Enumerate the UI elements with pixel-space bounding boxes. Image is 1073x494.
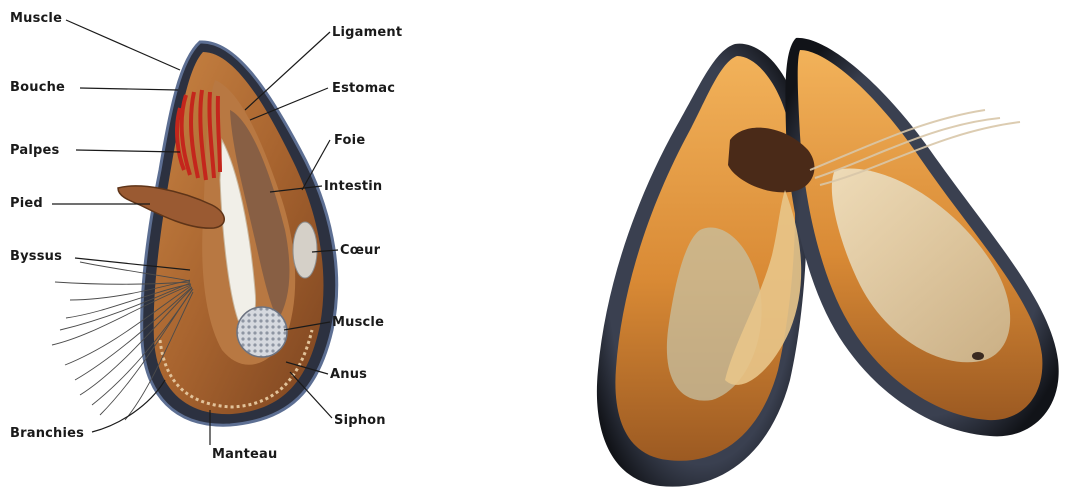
label-muscle-top: Muscle	[10, 11, 62, 26]
anatomy-diagram: Muscle Bouche Palpes Pied Byssus Branchi…	[10, 11, 402, 462]
label-muscle-bottom: Muscle	[332, 315, 384, 330]
label-estomac: Estomac	[332, 81, 395, 96]
label-byssus: Byssus	[10, 249, 62, 264]
label-bouche: Bouche	[10, 80, 65, 95]
label-intestin: Intestin	[324, 179, 382, 194]
label-anus: Anus	[330, 367, 367, 382]
adductor-muscle	[237, 307, 287, 357]
label-branchies: Branchies	[10, 426, 84, 441]
tissue-spot	[972, 352, 984, 360]
mussel-photo	[597, 38, 1059, 487]
label-ligament: Ligament	[332, 25, 402, 40]
label-foie: Foie	[334, 133, 365, 148]
label-coeur: Cœur	[340, 243, 381, 258]
label-siphon: Siphon	[334, 413, 386, 428]
heart-region	[293, 222, 317, 278]
label-manteau: Manteau	[212, 447, 277, 462]
label-palpes: Palpes	[10, 143, 60, 158]
label-pied: Pied	[10, 196, 43, 211]
